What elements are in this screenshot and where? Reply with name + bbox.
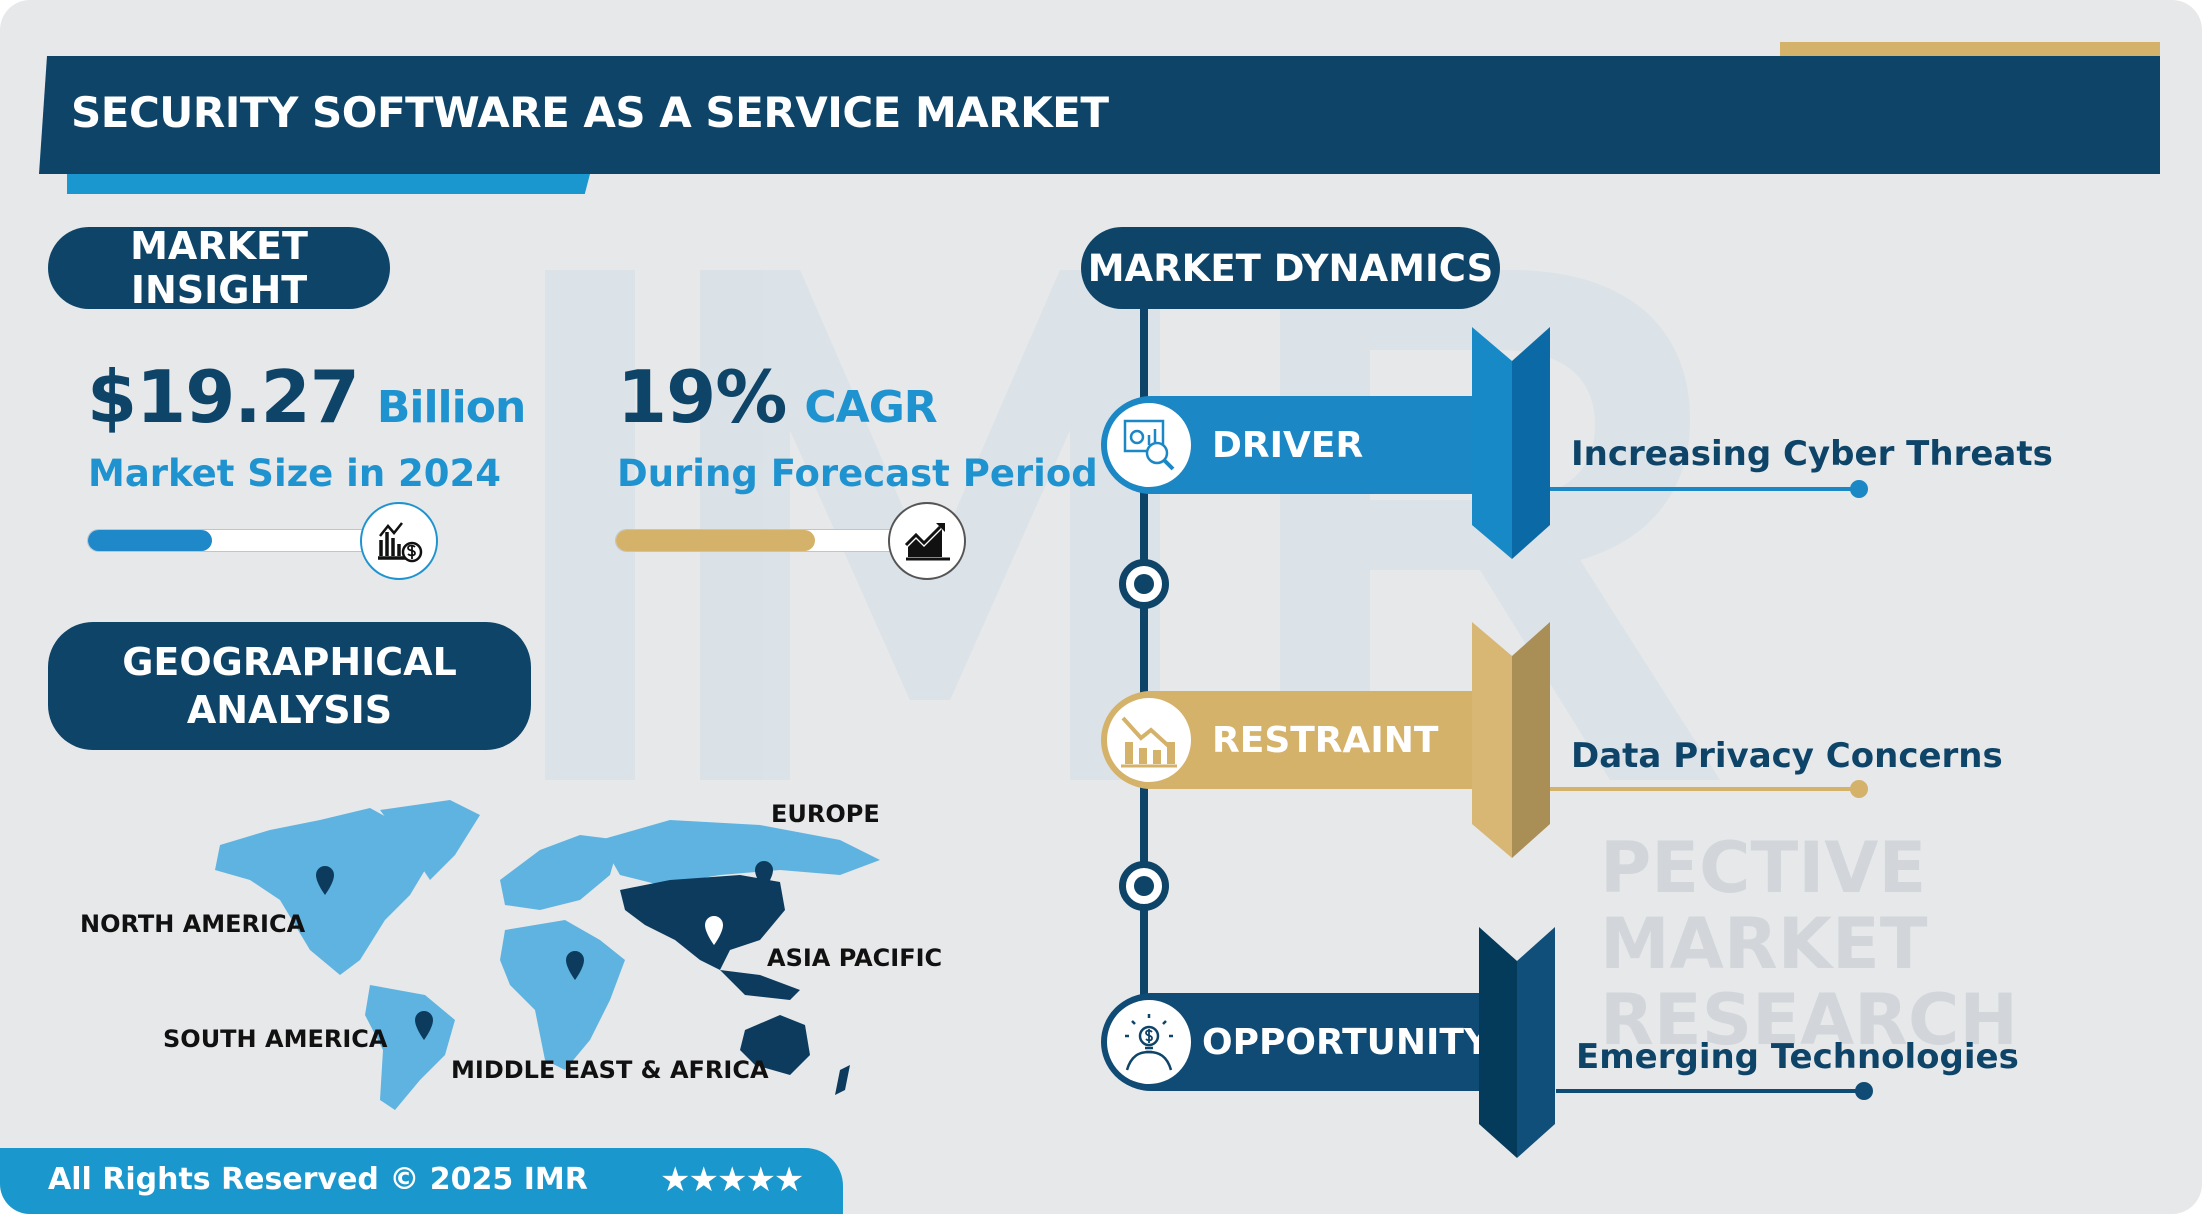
geographical-analysis-heading: GEOGRAPHICAL ANALYSIS bbox=[48, 622, 531, 750]
region-label-south-america: SOUTH AMERICA bbox=[163, 1025, 388, 1053]
restraint-connector bbox=[1550, 780, 1868, 798]
driver-text: Increasing Cyber Threats bbox=[1571, 434, 2053, 474]
watermark-text: PECTIVE MARKET RESEARCH bbox=[1600, 827, 2018, 1061]
market-size-unit: Billion bbox=[376, 382, 526, 433]
declining-chart-icon bbox=[1101, 692, 1197, 788]
market-size-caption: Market Size in 2024 bbox=[88, 452, 502, 495]
cagr-progress-fill bbox=[616, 530, 815, 551]
timeline-node bbox=[1119, 861, 1169, 911]
map-southeast-asia bbox=[720, 970, 800, 1000]
restraint-text: Data Privacy Concerns bbox=[1571, 736, 2003, 776]
location-pin-icon bbox=[316, 866, 334, 895]
growth-chart-icon bbox=[888, 502, 966, 580]
rating-stars-icon: ★★★★★ bbox=[660, 1160, 804, 1200]
world-map bbox=[215, 800, 880, 1110]
market-size-progress-fill bbox=[88, 530, 212, 551]
cagr-number: 19% bbox=[617, 355, 787, 439]
map-europe bbox=[500, 835, 620, 910]
footer: All Rights Reserved © 2025 IMR ★★★★★ bbox=[0, 1148, 843, 1214]
map-north-america bbox=[215, 808, 425, 975]
restraint-chevron bbox=[1472, 622, 1550, 858]
location-pin-icon bbox=[755, 861, 773, 890]
geo-heading-line1: GEOGRAPHICAL bbox=[122, 640, 457, 684]
opportunity-text: Emerging Technologies bbox=[1576, 1037, 2019, 1077]
market-dynamics-heading: MARKET DYNAMICS bbox=[1081, 227, 1500, 309]
opportunity-chevron bbox=[1479, 927, 1555, 1158]
driver-connector bbox=[1550, 480, 1868, 498]
cagr-progress bbox=[615, 529, 905, 552]
cagr-value: 19% CAGR bbox=[617, 355, 938, 439]
map-pins bbox=[316, 861, 773, 1040]
driver-chevron bbox=[1472, 327, 1550, 559]
idea-dollar-icon bbox=[1101, 994, 1197, 1090]
map-greenland bbox=[380, 800, 480, 880]
copyright-text: All Rights Reserved © 2025 IMR bbox=[48, 1162, 588, 1197]
map-russia bbox=[600, 820, 880, 885]
geo-heading-line2: ANALYSIS bbox=[186, 688, 393, 732]
market-size-number: $19.27 bbox=[87, 355, 360, 439]
market-size-value: $19.27 Billion bbox=[87, 355, 526, 439]
page-title: SECURITY SOFTWARE AS A SERVICE MARKET bbox=[71, 88, 1109, 137]
market-insight-heading: MARKET INSIGHT bbox=[48, 224, 390, 312]
analytics-magnifier-icon bbox=[1101, 397, 1197, 493]
driver-label: DRIVER bbox=[1212, 424, 1364, 466]
region-label-middle-east-africa: MIDDLE EAST & AFRICA bbox=[451, 1056, 769, 1084]
region-label-asia-pacific: ASIA PACIFIC bbox=[767, 944, 943, 972]
timeline-node bbox=[1119, 559, 1169, 609]
map-asia-pacific bbox=[620, 875, 785, 970]
map-africa bbox=[500, 920, 625, 1070]
opportunity-label: OPPORTUNITY bbox=[1202, 1021, 1491, 1063]
timeline-line bbox=[1140, 300, 1148, 1046]
map-south-america bbox=[365, 985, 455, 1110]
opportunity-connector bbox=[1556, 1082, 1873, 1100]
market-size-progress bbox=[87, 529, 377, 552]
header-accent-gold bbox=[1780, 42, 2160, 58]
cagr-caption: During Forecast Period bbox=[617, 452, 1098, 495]
region-label-north-america: NORTH AMERICA bbox=[80, 910, 306, 938]
map-australia bbox=[740, 1015, 810, 1075]
location-pin-icon bbox=[705, 916, 723, 945]
title-banner: SECURITY SOFTWARE AS A SERVICE MARKET bbox=[39, 56, 2160, 174]
restraint-label: RESTRAINT bbox=[1212, 719, 1439, 761]
location-pin-icon bbox=[566, 951, 584, 980]
cagr-unit: CAGR bbox=[804, 382, 937, 433]
map-new-zealand bbox=[835, 1065, 850, 1095]
header-accent-blue bbox=[67, 174, 590, 194]
location-pin-icon bbox=[415, 1011, 433, 1040]
region-label-europe: EUROPE bbox=[771, 800, 880, 828]
chart-dollar-icon bbox=[360, 502, 438, 580]
